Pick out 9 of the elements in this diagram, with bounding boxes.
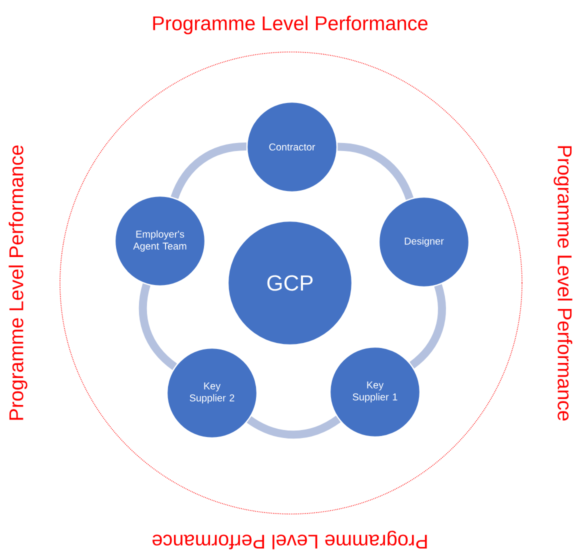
ring-segment bbox=[246, 416, 340, 439]
ring-segment bbox=[337, 142, 414, 200]
ring-segment bbox=[170, 142, 247, 200]
ring-segment bbox=[409, 284, 446, 368]
ring-label: Programme Level Performance bbox=[153, 16, 428, 34]
ring-label: Programme Level Performance bbox=[8, 146, 28, 420]
ring-label: Programme Level Performance bbox=[152, 530, 427, 550]
ring-label: Programme Level Performance bbox=[554, 146, 572, 420]
ring-segment bbox=[138, 284, 178, 370]
